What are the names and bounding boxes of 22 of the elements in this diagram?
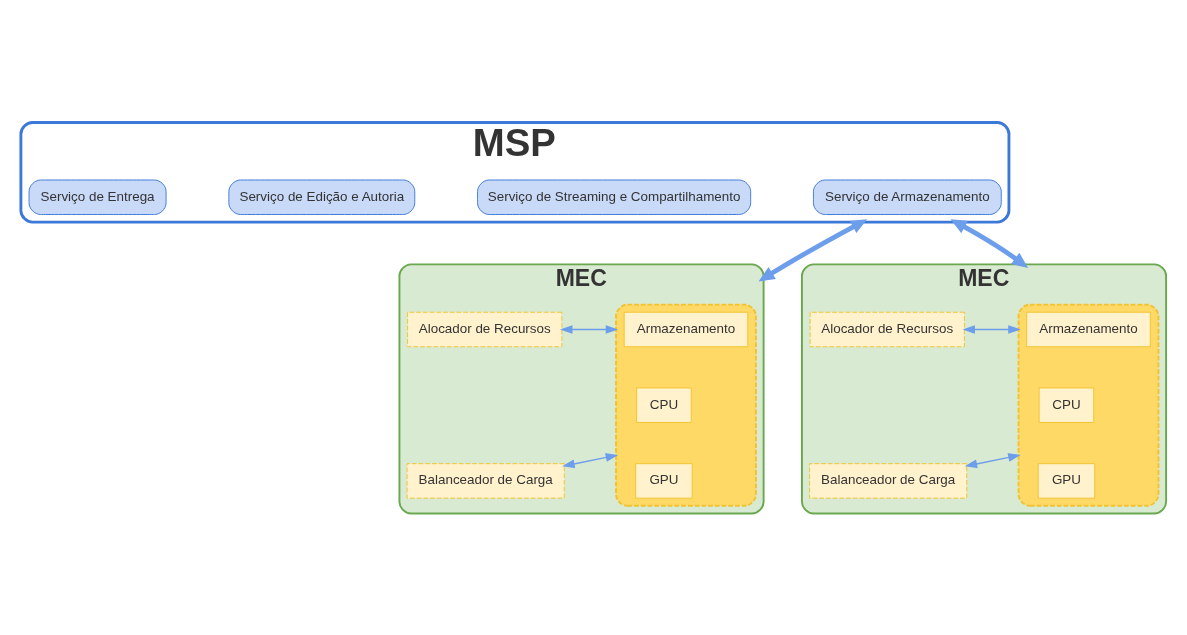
arrow xyxy=(962,324,1021,334)
arrow xyxy=(758,218,868,281)
node-box: CPU xyxy=(1038,386,1095,423)
node-box: GPU xyxy=(1037,462,1096,499)
node-box: Alocador de Recursos xyxy=(809,311,965,347)
node-box: CPU xyxy=(636,386,692,423)
node-box: Alocador de Recursos xyxy=(407,311,563,347)
arrow xyxy=(559,324,619,334)
node-box: Serviço de Entrega xyxy=(28,179,167,215)
node-box: GPU xyxy=(635,462,693,499)
arrow xyxy=(950,218,1029,268)
cluster xyxy=(1017,303,1160,507)
node-box: Serviço de Edição e Autoria xyxy=(228,179,416,215)
arrow xyxy=(964,452,1021,468)
node-box: Balanceador de Carga xyxy=(809,462,968,499)
node-box: Serviço de Armazenamento xyxy=(812,179,1002,215)
arrow xyxy=(562,452,619,468)
node-box: Armazenamento xyxy=(623,311,749,347)
node-box: Serviço de Streaming e Compartilhamento xyxy=(477,179,752,215)
node-box: Armazenamento xyxy=(1026,311,1151,347)
node-box: Balanceador de Carga xyxy=(406,462,565,499)
cluster xyxy=(615,303,757,507)
